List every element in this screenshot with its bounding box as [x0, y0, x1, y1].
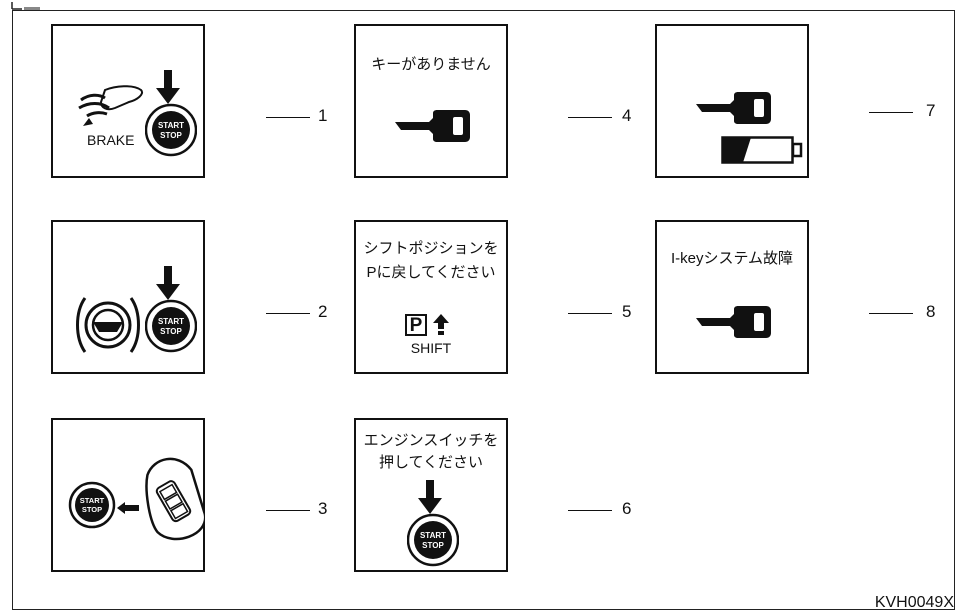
arrow-up-icon	[433, 314, 449, 335]
leader-line-3	[266, 510, 310, 511]
start-label: START	[158, 317, 184, 326]
stop-label: STOP	[82, 505, 102, 514]
callout-6: 6	[622, 499, 632, 518]
callout-5: 5	[622, 302, 632, 321]
leader-line-6	[568, 510, 612, 511]
arrow-left-icon	[117, 502, 139, 514]
corner-mark-icon	[11, 2, 40, 10]
panel-7	[655, 24, 809, 178]
start-label: START	[158, 121, 184, 130]
panel-8: I-keyシステム故障	[655, 220, 809, 374]
leader-line-8	[869, 313, 913, 314]
callout-7: 7	[926, 101, 936, 120]
key-icon	[395, 110, 470, 142]
battery-icon	[721, 136, 803, 164]
figure-code: KVH0049X	[874, 594, 954, 611]
callout-8: 8	[926, 302, 936, 321]
steering-wheel-icon	[76, 297, 140, 353]
start-stop-button-icon: START STOP	[145, 266, 197, 353]
start-stop-button-icon: START STOP	[68, 481, 116, 529]
leader-line-1	[266, 117, 310, 118]
message-press-switch-line2: 押してください	[378, 454, 484, 471]
message-i-key-fault: I-keyシステム故障	[670, 250, 794, 267]
key-icon	[696, 306, 771, 338]
callout-2: 2	[318, 302, 328, 321]
callout-3: 3	[318, 499, 328, 518]
key-icon	[696, 92, 771, 124]
shift-p-letter: P	[405, 314, 427, 336]
stop-label: STOP	[160, 327, 182, 336]
panel-3: START STOP	[51, 418, 205, 572]
start-stop-button-icon: START STOP	[145, 70, 197, 157]
shift-label: SHIFT	[410, 340, 452, 356]
brake-label: BRAKE	[87, 132, 135, 148]
stop-label: STOP	[160, 131, 182, 140]
panel-1: BRAKE START STOP	[51, 24, 205, 178]
callout-1: 1	[318, 106, 328, 125]
message-press-switch-line1: エンジンスイッチを	[363, 432, 499, 449]
shift-p-icon: P	[403, 314, 463, 338]
message-shift-line2: Pに戻してください	[366, 264, 496, 281]
diagram-frame	[12, 10, 955, 610]
callout-4: 4	[622, 106, 632, 125]
leader-line-2	[266, 313, 310, 314]
smart-key-icon	[145, 457, 205, 541]
message-shift-line1: シフトポジションを	[363, 240, 499, 257]
message-no-key: キーがありません	[371, 56, 491, 73]
start-label: START	[80, 496, 105, 505]
panel-6: エンジンスイッチを 押してください START STOP	[354, 418, 508, 572]
leader-line-7	[869, 112, 913, 113]
panel-4: キーがありません	[354, 24, 508, 178]
leader-line-5	[568, 313, 612, 314]
start-stop-button-icon: START STOP	[407, 480, 459, 567]
start-label: START	[420, 531, 446, 540]
leader-line-4	[568, 117, 612, 118]
panel-2: START STOP	[51, 220, 205, 374]
panel-5: シフトポジションを Pに戻してください P SHIFT	[354, 220, 508, 374]
stop-label: STOP	[422, 541, 444, 550]
brake-pedal-icon	[78, 85, 143, 126]
